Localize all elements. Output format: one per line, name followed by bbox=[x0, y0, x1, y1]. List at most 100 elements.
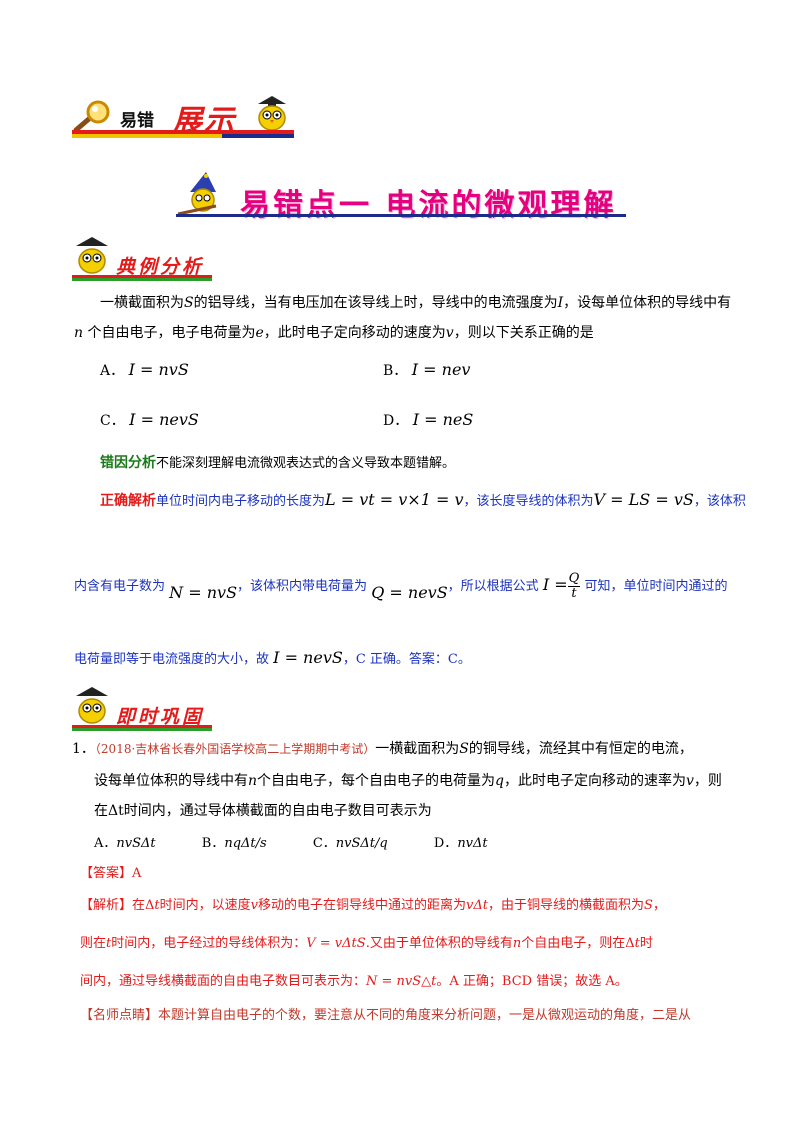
error-cause-text: 不能深刻理解电流微观表达式的含义导致本题错解。 bbox=[156, 456, 456, 471]
banner-yellow-bar bbox=[72, 134, 294, 138]
tip-text: 本题计算自由电子的个数，要注意从不同的角度来分析问题，一是从微观运动的角度，二是… bbox=[158, 1008, 692, 1023]
option-expression: nvSΔt/q bbox=[335, 836, 388, 851]
option-expression: nqΔt/s bbox=[224, 836, 267, 851]
analysis-text: 则在 bbox=[80, 936, 107, 951]
option-label: C． bbox=[100, 413, 125, 429]
option-expression: I = nvS bbox=[128, 360, 189, 379]
option-expression: I = neS bbox=[412, 410, 474, 429]
section-underline-green bbox=[72, 278, 212, 281]
analysis-line3: 间内，通过导线横截面的自由电子数目可表示为：N = nvS△t。A 正确；BCD… bbox=[80, 970, 628, 989]
math-symbol: t bbox=[634, 936, 640, 951]
banner-blue-bar bbox=[222, 134, 294, 138]
analysis-text: 间内，通过导线横截面的自由电子数目可表示为： bbox=[80, 974, 367, 989]
option-label: D． bbox=[433, 836, 458, 851]
q1-line2: 设每单位体积的导线中有n个自由电子，每个自由电子的电荷量为q，此时电子定向移动的… bbox=[94, 766, 722, 796]
q1-text: 时间内，通过导体横截面的自由电子数目可表示为 bbox=[123, 803, 432, 819]
option-label: A． bbox=[100, 363, 125, 379]
section-underline-green bbox=[72, 728, 212, 731]
q1-option-a: A．nvSΔt bbox=[94, 836, 156, 851]
answer-value: A bbox=[132, 866, 142, 881]
analysis-text: 个自由电子，则在Δ bbox=[521, 936, 635, 951]
question-text-part: ，此时电子定向移动的速度为 bbox=[263, 325, 446, 341]
analysis-text: ，该长度导线的体积为 bbox=[463, 494, 594, 509]
analysis-text: 内含有电子数为 bbox=[74, 579, 166, 594]
analysis-text: 移动的电子在铜导线中通过的距离为 bbox=[258, 898, 467, 913]
option-b: B． I = nev bbox=[383, 360, 470, 380]
analysis-text: ，由于铜导线的横截面积为 bbox=[488, 898, 645, 913]
analysis-text: 电荷量即等于电流强度的大小，故 bbox=[74, 652, 270, 667]
math-symbol: e bbox=[255, 325, 264, 341]
q1-source: （2018·吉林省长春外国语学校高二上学期期中考试） bbox=[94, 742, 376, 756]
wizard-mascot-icon bbox=[177, 172, 217, 216]
section-underline-red bbox=[72, 725, 212, 728]
math-symbol: n bbox=[74, 325, 84, 341]
analysis-line2: 则在t时间内，电子经过的导线体积为：V = vΔtS.又由于单位体积的导线有n个… bbox=[80, 932, 653, 951]
analysis-text: ，该体积 bbox=[693, 494, 746, 509]
main-title: 易错点一 电流的微观理解 bbox=[240, 188, 617, 223]
analysis-text: 时间内，电子经过的导线体积为： bbox=[111, 936, 307, 951]
q1-text: 的铜导线，流经其中有恒定的电流， bbox=[468, 741, 693, 757]
correct-analysis-label: 正确解析 bbox=[100, 493, 156, 509]
analysis-text: ，该体积内带电荷量为 bbox=[237, 579, 368, 594]
question-text-part: 的铝导线，当有电压加在该导线上时，导线中的电流强度为 bbox=[193, 295, 558, 311]
math-symbol: t bbox=[154, 898, 160, 913]
q1-options: A．nvSΔt B．nqΔt/s C．nvSΔt/q D．nvΔt bbox=[94, 832, 488, 851]
question-text-part: ，设每单位体积的导线中有 bbox=[563, 295, 732, 311]
main-title-underline bbox=[176, 214, 626, 217]
q1-text: 一横截面积为 bbox=[375, 741, 460, 757]
analysis-text: 时 bbox=[639, 936, 653, 951]
analysis-text: 可知，单位时间内通过的 bbox=[584, 579, 728, 594]
banner-small-text: 易错 bbox=[120, 111, 154, 131]
math-symbol: q bbox=[495, 773, 504, 789]
question-text-part: 一横截面积为 bbox=[100, 295, 184, 311]
header-banner: 易错 展示 bbox=[72, 96, 294, 142]
answer: 【答案】A bbox=[80, 862, 141, 881]
q1-text: 设每单位体积的导线中有 bbox=[94, 773, 248, 789]
q1-text: ，则 bbox=[693, 773, 722, 789]
option-expression: nvΔt bbox=[457, 836, 488, 851]
correct-analysis-line2: 内含有电子数为 N = nvS，该体积内带电荷量为 Q = nevS，所以根据公… bbox=[74, 571, 728, 603]
analysis-text: 。A 正确；BCD 错误；故选 A。 bbox=[436, 974, 628, 989]
math-symbol: S bbox=[644, 898, 653, 913]
question-text: 一横截面积为S的铝导线，当有电压加在该导线上时，导线中的电流强度为I，设每单位体… bbox=[100, 288, 740, 318]
q1-line1: 1．（2018·吉林省长春外国语学校高二上学期期中考试）一横截面积为S的铜导线，… bbox=[72, 734, 693, 764]
option-label: B． bbox=[383, 363, 408, 379]
analysis-formula: L = vt = v×1 = v bbox=[325, 490, 464, 509]
analysis-formula: V = vΔtS bbox=[306, 936, 366, 951]
fraction-numerator: Q bbox=[567, 571, 581, 587]
q1-option-d: D．nvΔt bbox=[434, 836, 488, 851]
option-expression: I = nevS bbox=[129, 410, 199, 429]
analysis-formula: I = bbox=[542, 575, 568, 594]
q1-text: ，此时电子定向移动的速率为 bbox=[504, 773, 686, 789]
owl-mascot-icon bbox=[76, 237, 108, 274]
banner-red-bar bbox=[72, 130, 294, 134]
math-symbol: S bbox=[184, 295, 194, 311]
correct-analysis-line1: 正确解析单位时间内电子移动的长度为L = vt = v×1 = v，该长度导线的… bbox=[100, 490, 746, 510]
math-symbol: I bbox=[557, 295, 564, 311]
analysis-text: .又由于单位体积的导线有 bbox=[365, 936, 513, 951]
question-text-part: 个自由电子，电子电荷量为 bbox=[87, 325, 256, 341]
analysis-formula: N = nvS△t bbox=[366, 974, 437, 989]
option-d: D． I = neS bbox=[383, 410, 473, 430]
q1-number: 1． bbox=[72, 741, 95, 757]
question-text-line2: n 个自由电子，电子电荷量为e，此时电子定向移动的速度为v，则以下关系正确的是 bbox=[74, 318, 734, 348]
owl-mascot-icon bbox=[258, 96, 286, 131]
analysis-text: ，C 正确。答案：C。 bbox=[342, 652, 471, 667]
section-title-practice: 即时巩固 bbox=[116, 706, 205, 728]
math-symbol: t bbox=[106, 936, 112, 951]
option-label: A． bbox=[94, 836, 117, 851]
option-label: D． bbox=[383, 413, 409, 429]
option-a: A． I = nvS bbox=[100, 360, 189, 380]
math-symbol: S bbox=[459, 741, 469, 757]
q1-text: 个自由电子，每个自由电子的电荷量为 bbox=[257, 773, 496, 789]
analysis-formula: I = nevS bbox=[273, 648, 343, 667]
q1-option-c: C．nvSΔt/q bbox=[313, 836, 388, 851]
analysis-formula: V = LS = vS bbox=[593, 490, 694, 509]
analysis-text: 单位时间内电子移动的长度为 bbox=[156, 494, 326, 509]
section-title-example: 典例分析 bbox=[116, 256, 205, 278]
option-label: B． bbox=[201, 836, 225, 851]
math-symbol: v bbox=[686, 773, 694, 789]
owl-mascot-icon bbox=[76, 687, 108, 724]
q1-option-b: B．nqΔt/s bbox=[202, 836, 267, 851]
analysis-label: 【解析】 bbox=[80, 898, 133, 913]
